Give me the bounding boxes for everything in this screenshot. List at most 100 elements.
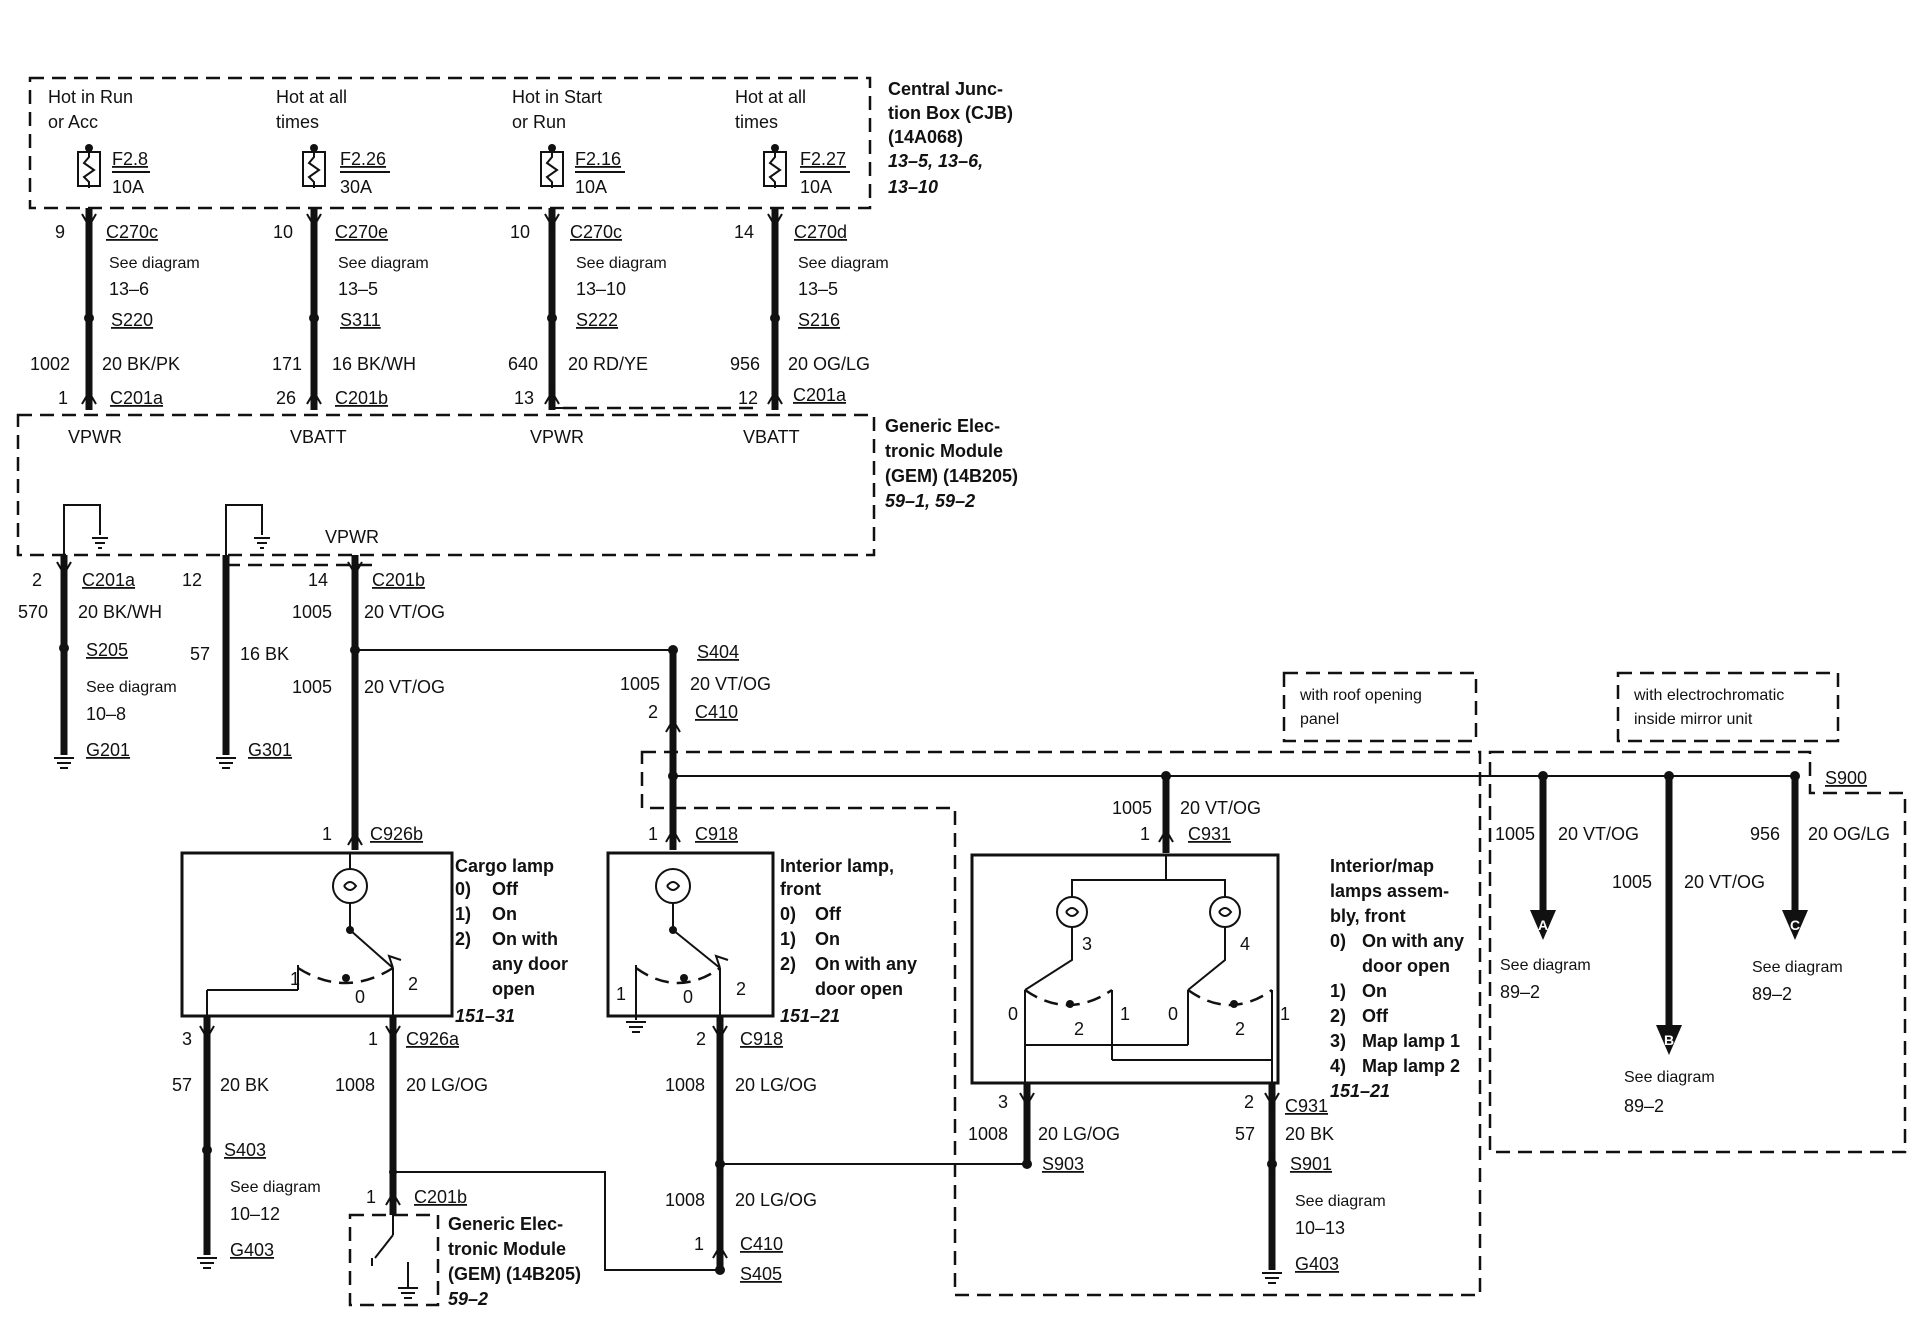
lamp-bulb-icon	[1056, 896, 1088, 928]
wire-color: 20 VT/OG	[364, 677, 445, 697]
cjb-title: Central Junc-	[888, 79, 1003, 99]
pin-number: 1	[694, 1234, 704, 1254]
wire-color: 20 LG/OG	[1038, 1124, 1120, 1144]
component-title: Interior lamp,	[780, 856, 894, 876]
see-diagram: See diagram	[1624, 1069, 1715, 1086]
switch-position: 2	[408, 974, 418, 994]
see-diagram: See diagram	[576, 255, 667, 272]
pin-number: 1	[368, 1029, 378, 1049]
splice-id: S405	[740, 1264, 782, 1284]
cjb-title: tion Box (CJB)	[888, 103, 1013, 123]
gem2: 1 C201b Generic Elec- tronic Module (GEM…	[348, 1187, 581, 1309]
switch-position: 1	[1120, 1004, 1130, 1024]
see-diagram: See diagram	[230, 1179, 321, 1196]
state-num: 2)	[1330, 1006, 1346, 1026]
ground-id: G301	[248, 740, 292, 760]
circuit-number: 956	[1750, 824, 1780, 844]
ground-id: G403	[1295, 1254, 1339, 1274]
state-text: open	[492, 979, 535, 999]
pin-number: 13	[514, 388, 534, 408]
splice-dot	[309, 313, 319, 323]
splice-id: S901	[1290, 1154, 1332, 1174]
fuse-terminal-dot	[310, 144, 318, 152]
arrow-label: C	[1790, 917, 1800, 933]
ground-icon	[1262, 1272, 1282, 1284]
connector-id: C410	[695, 702, 738, 722]
ground-icon	[197, 1257, 217, 1269]
ground-id: G403	[230, 1240, 274, 1260]
ground-icon	[54, 757, 74, 769]
connector-id: C201a	[110, 388, 164, 408]
splice-dot	[547, 313, 557, 323]
component-title: lamps assem-	[1330, 881, 1449, 901]
wire-color: 20 OG/LG	[1808, 824, 1890, 844]
state-text: Map lamp 1	[1362, 1031, 1460, 1051]
option-label: with electrochromatic	[1633, 687, 1784, 704]
pin-number: 14	[308, 570, 328, 590]
fuse-rating: 10A	[575, 177, 607, 197]
component-ref: 151–21	[1330, 1081, 1390, 1101]
cjb-refs: 13–5, 13–6,	[888, 151, 983, 171]
map-lamps: 1005 20 VT/OG 1 C931 3 4 0 2 1 0 2 1 Int…	[970, 776, 1464, 1160]
connector-id: C201b	[372, 570, 425, 590]
connector-id: C931	[1285, 1096, 1328, 1116]
ground-icon	[398, 1287, 418, 1299]
state-text: On	[815, 929, 840, 949]
gem-input-label: VPWR	[68, 427, 122, 447]
splice-dot	[84, 313, 94, 323]
component-title: Generic Elec-	[448, 1214, 563, 1234]
splice-dot	[1267, 1159, 1277, 1169]
see-diagram: See diagram	[338, 255, 429, 272]
component-title: bly, front	[1330, 906, 1406, 926]
state-text: On with any	[1362, 931, 1464, 951]
component-title: Interior/map	[1330, 856, 1434, 876]
interior-out-circuit: 1008 20 LG/OG 1008 20 LG/OG 1 C410 S405	[665, 1016, 1027, 1284]
option-label: with roof opening	[1299, 687, 1422, 704]
switch-position: 0	[1008, 1004, 1018, 1024]
mirror-unit: S900 A 1005 20 VT/OG See diagram 89–2 B …	[1495, 768, 1890, 1116]
internal-ground-stub	[63, 504, 101, 560]
see-diagram: See diagram	[1752, 959, 1843, 976]
ground-icon	[92, 537, 108, 549]
gem-out-1: 2 C201a 570 20 BK/WH S205 See diagram 10…	[18, 555, 177, 769]
gem-refs: 59–1, 59–2	[885, 491, 975, 511]
connector-id: C270c	[570, 222, 622, 242]
internal-ground-stub	[225, 504, 263, 560]
switch-blade	[349, 929, 394, 969]
cargo-gem-circuit: 1008 20 LG/OG	[335, 1016, 718, 1271]
cjb-refs: 13–10	[888, 177, 938, 197]
splice-id: S220	[111, 310, 153, 330]
splice-id: S900	[1825, 768, 1867, 788]
see-diagram-ref: 13–5	[338, 279, 378, 299]
pin-number: 3	[998, 1092, 1008, 1112]
see-diagram: See diagram	[1295, 1193, 1386, 1210]
splice-id: S205	[86, 640, 128, 660]
s404-branch: S404 1005 20 VT/OG 2 C410	[355, 642, 771, 850]
gem-input-label: VBATT	[743, 427, 800, 447]
option-mirror-box	[1616, 671, 1840, 743]
state-text: Off	[492, 879, 519, 899]
see-diagram-ref: 10–13	[1295, 1218, 1345, 1238]
splice-dot	[770, 313, 780, 323]
splice-id: S311	[340, 310, 381, 330]
top-circuit-4: 14 C270d See diagram 13–5 S216 956 20 OG…	[730, 208, 889, 410]
circuit-number: 956	[730, 354, 760, 374]
lamp-label: 3	[1082, 934, 1092, 954]
roof-option-boundary	[640, 750, 1482, 1297]
component-ref: 151–21	[780, 1006, 840, 1026]
connector-id: C201b	[414, 1187, 467, 1207]
fuse-element-icon	[82, 150, 96, 188]
circuit-number: 1008	[968, 1124, 1008, 1144]
lamp-bulb-icon	[655, 868, 691, 904]
wire-color: 20 VT/OG	[1558, 824, 1639, 844]
switch-position: 2	[1074, 1019, 1084, 1039]
ground-id: G201	[86, 740, 130, 760]
see-diagram-ref: 10–8	[86, 704, 126, 724]
connector-id: C270c	[106, 222, 158, 242]
circuit-number: 1008	[665, 1190, 705, 1210]
circuit-number: 1005	[620, 674, 660, 694]
fuse-terminal-dot	[548, 144, 556, 152]
wire-color: 20 LG/OG	[735, 1075, 817, 1095]
state-text: any door	[492, 954, 568, 974]
splice-id: S404	[697, 642, 739, 662]
